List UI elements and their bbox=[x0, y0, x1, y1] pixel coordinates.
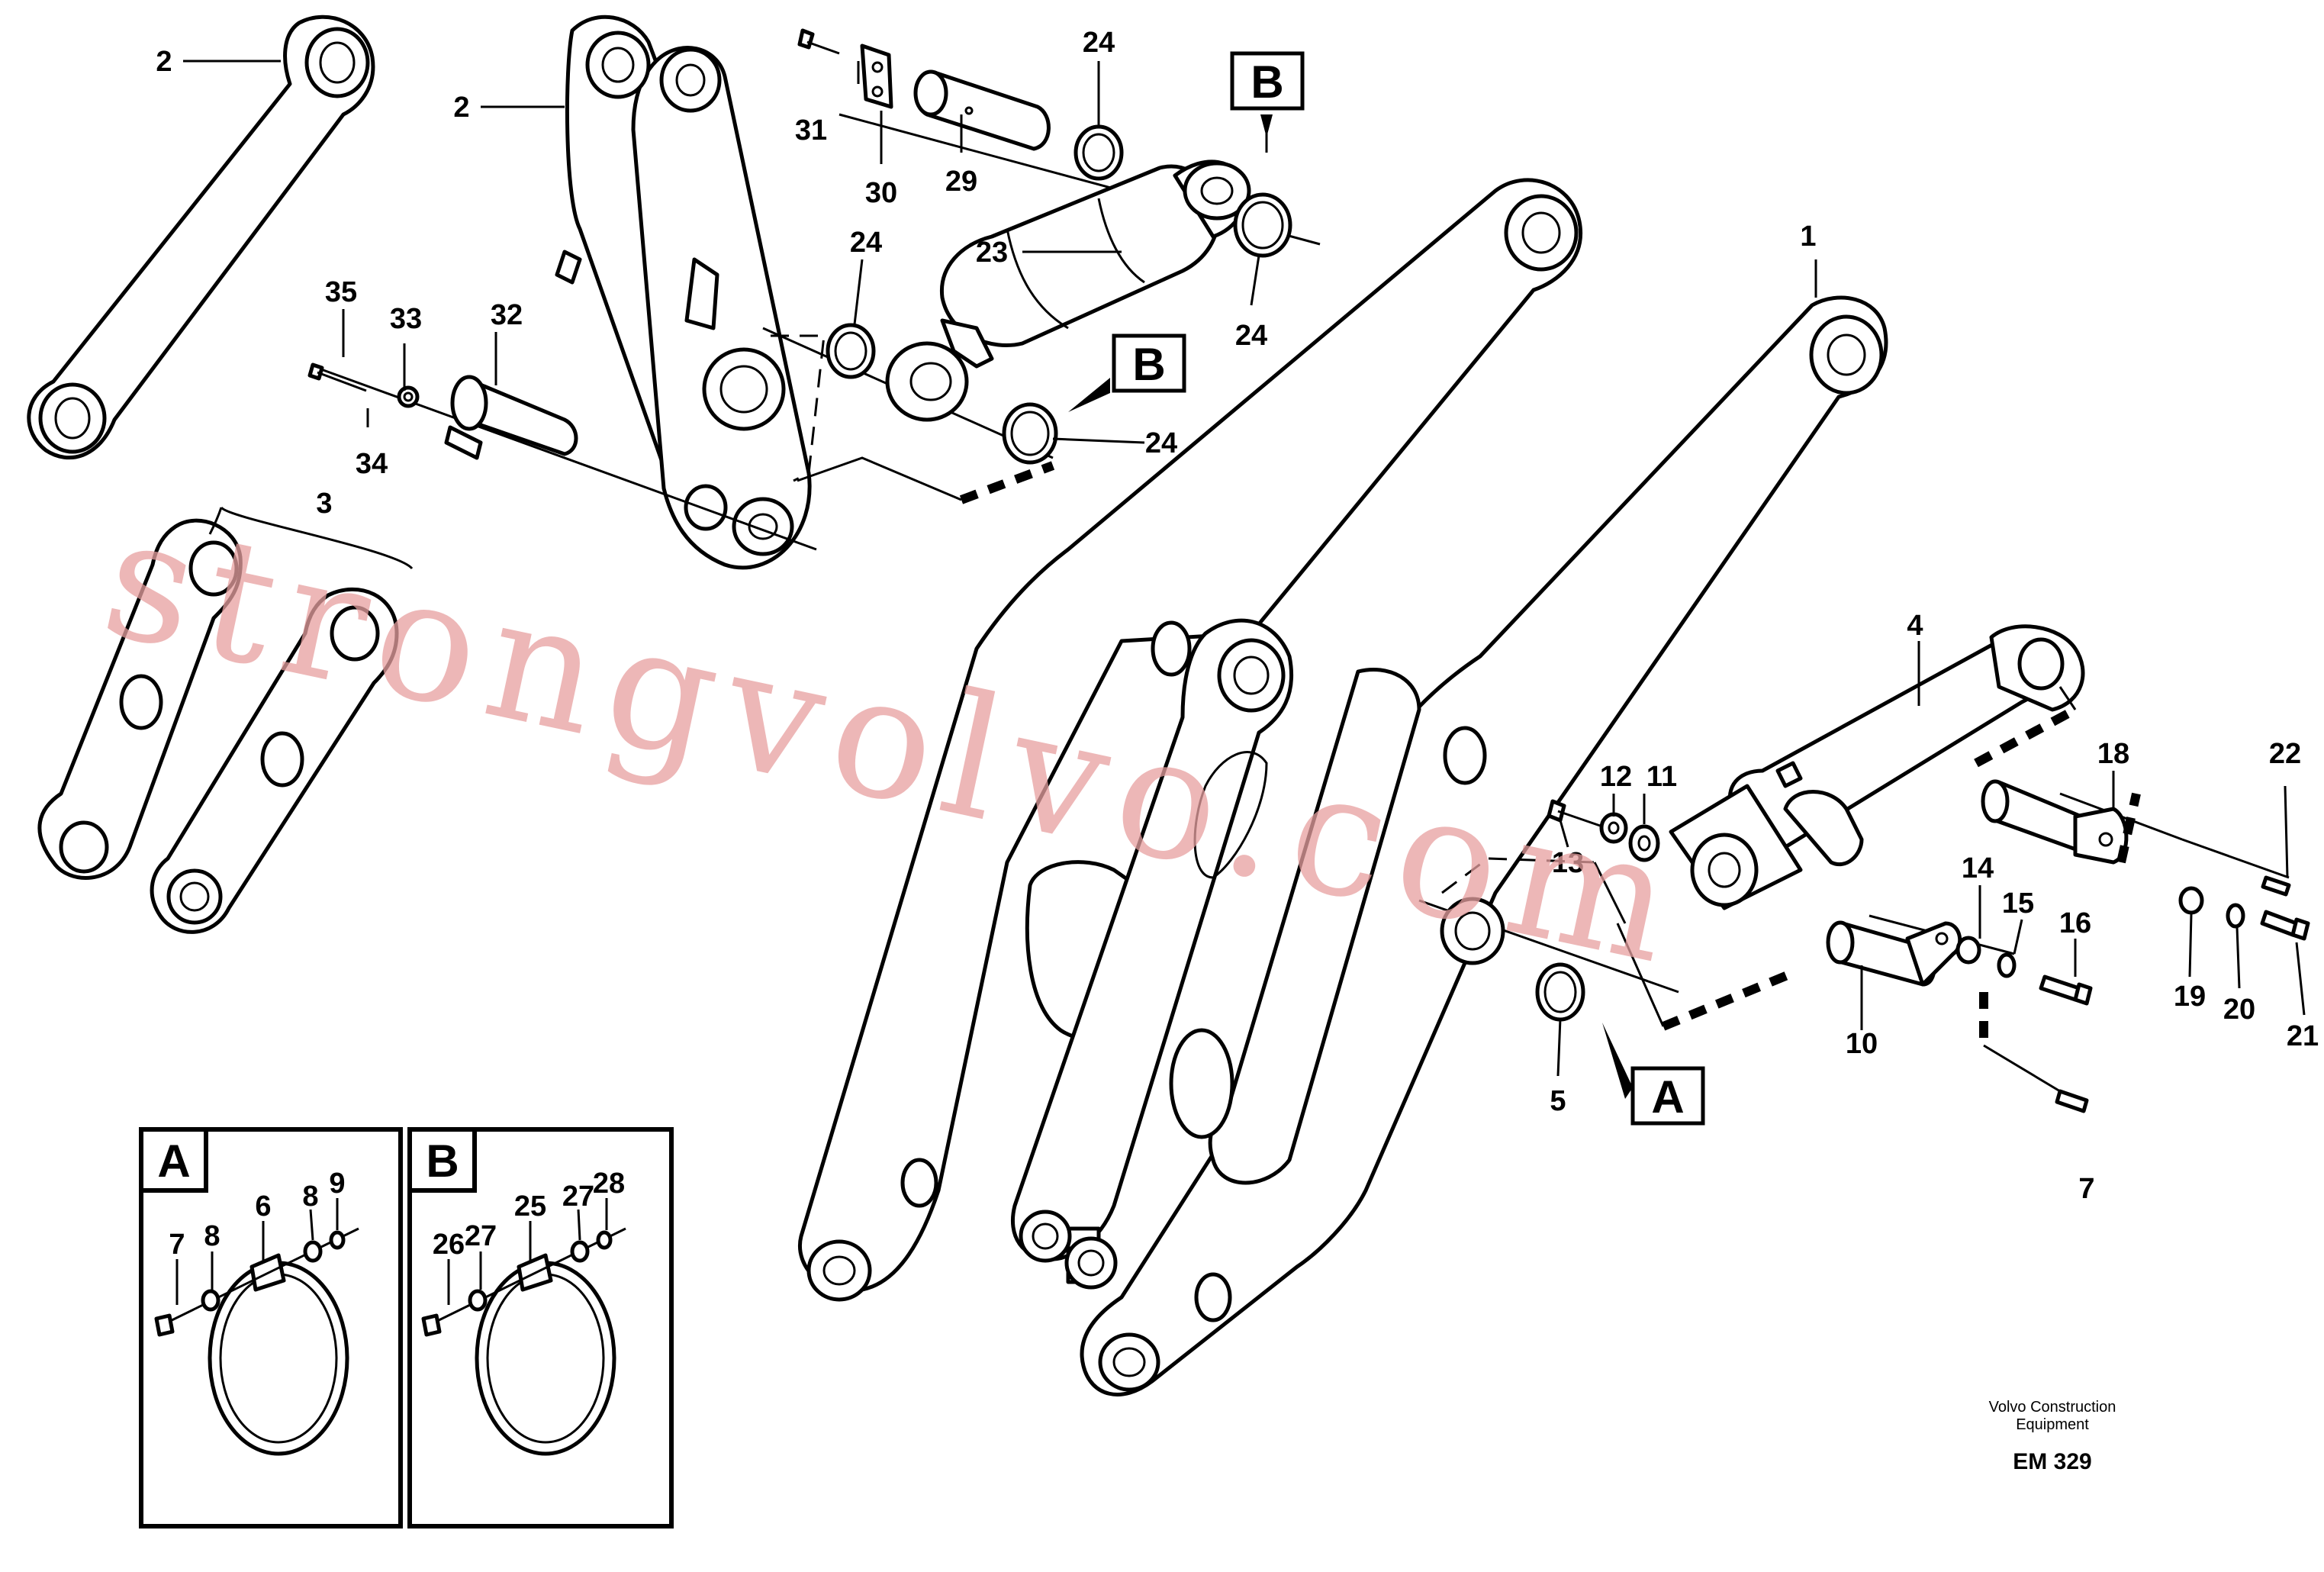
label-24-top: 24 bbox=[1083, 27, 1115, 59]
seal-rings-part-24 bbox=[826, 124, 1292, 465]
label-7: 7 bbox=[2078, 1173, 2094, 1205]
label-14: 14 bbox=[1962, 852, 1994, 884]
label-9: 9 bbox=[329, 1168, 345, 1200]
label-25: 25 bbox=[514, 1190, 546, 1222]
callout-b-upper: B bbox=[1230, 51, 1305, 137]
boom-part-1 bbox=[798, 178, 1888, 1396]
washer-part-20 bbox=[2226, 903, 2245, 929]
callout-b-lower: B bbox=[1068, 333, 1186, 412]
part-number-labels: 1 2 2 3 4 5 6 7 7 8 8 9 10 11 12 13 14 1… bbox=[156, 27, 2319, 1261]
svg-text:A: A bbox=[1651, 1071, 1684, 1123]
label-24-lower: 24 bbox=[1145, 427, 1177, 459]
svg-text:B: B bbox=[1251, 56, 1283, 108]
svg-text:B: B bbox=[1132, 339, 1165, 390]
label-5: 5 bbox=[1550, 1085, 1566, 1117]
cylinder-part-23 bbox=[762, 113, 1321, 459]
inset-a: A bbox=[139, 1127, 403, 1529]
pin-part-29 bbox=[913, 69, 1051, 151]
label-27-right: 27 bbox=[562, 1181, 594, 1213]
bolt-part-21 bbox=[2260, 910, 2310, 941]
label-3: 3 bbox=[316, 488, 332, 520]
label-20: 20 bbox=[2223, 994, 2255, 1026]
label-26: 26 bbox=[433, 1229, 465, 1261]
link-part-2-double bbox=[555, 14, 812, 570]
label-31: 31 bbox=[795, 114, 827, 147]
label-2-single: 2 bbox=[156, 46, 172, 78]
label-27-left: 27 bbox=[465, 1220, 497, 1252]
svg-text:B: B bbox=[426, 1136, 459, 1187]
bolt-part-16 bbox=[2039, 974, 2093, 1006]
plate-part-30 bbox=[860, 43, 893, 109]
washer-part-12 bbox=[1599, 812, 1628, 844]
label-30: 30 bbox=[865, 177, 897, 209]
spacer-part-14 bbox=[1955, 936, 1981, 965]
label-33: 33 bbox=[390, 303, 422, 335]
label-6: 6 bbox=[255, 1190, 271, 1222]
washer-part-15 bbox=[1997, 952, 2017, 978]
grease-nipple-part-22 bbox=[2261, 875, 2291, 897]
label-1: 1 bbox=[1800, 221, 1816, 253]
drawing-code: EM 329 bbox=[2013, 1449, 2091, 1474]
label-24-right: 24 bbox=[1235, 320, 1267, 352]
callout-a-ref: A bbox=[1602, 1023, 1705, 1126]
label-12: 12 bbox=[1600, 761, 1632, 793]
bushing-part-boom-eye bbox=[1440, 897, 1505, 965]
brand-line-2: Equipment bbox=[2016, 1416, 2089, 1433]
pin-part-10 bbox=[1826, 920, 1962, 987]
label-10: 10 bbox=[1846, 1028, 1878, 1060]
label-11: 11 bbox=[1646, 761, 1677, 793]
label-32: 32 bbox=[491, 299, 523, 331]
label-16: 16 bbox=[2059, 907, 2091, 939]
washer-part-11 bbox=[1628, 824, 1660, 862]
link-part-2-single bbox=[27, 14, 375, 460]
label-8b: 8 bbox=[302, 1181, 318, 1213]
label-13: 13 bbox=[1552, 847, 1584, 879]
label-24-left: 24 bbox=[850, 227, 882, 259]
label-7-inset: 7 bbox=[169, 1229, 185, 1261]
seal-ring-part-5 bbox=[1535, 962, 1585, 1022]
bolt-part-31 bbox=[797, 28, 840, 55]
label-8: 8 bbox=[204, 1220, 220, 1252]
pin-part-18 bbox=[1981, 779, 2290, 879]
label-2-double: 2 bbox=[453, 92, 469, 124]
reference-lines bbox=[771, 334, 2141, 1093]
spacer-part-19 bbox=[2178, 886, 2204, 915]
label-29: 29 bbox=[945, 166, 977, 198]
label-23: 23 bbox=[976, 237, 1008, 269]
grease-nipple-part-7 bbox=[2055, 1089, 2089, 1113]
leader-lines bbox=[183, 60, 2306, 1077]
pin-part-32 bbox=[307, 362, 817, 551]
label-15: 15 bbox=[2002, 887, 2034, 920]
label-22: 22 bbox=[2269, 738, 2301, 770]
link-part-3-pair bbox=[37, 506, 414, 934]
label-4: 4 bbox=[1907, 610, 1923, 642]
label-35: 35 bbox=[325, 276, 357, 308]
cylinder-part-4 bbox=[1418, 624, 2085, 994]
label-34: 34 bbox=[356, 448, 388, 480]
label-18: 18 bbox=[2097, 738, 2129, 770]
label-28: 28 bbox=[593, 1168, 625, 1200]
label-19: 19 bbox=[2174, 981, 2206, 1013]
svg-text:A: A bbox=[157, 1136, 190, 1187]
brand-line-1: Volvo Construction bbox=[1989, 1399, 2116, 1416]
label-21: 21 bbox=[2287, 1020, 2319, 1052]
footer: Volvo Construction Equipment EM 329 bbox=[1989, 1399, 2116, 1474]
inset-b: B bbox=[407, 1127, 674, 1529]
